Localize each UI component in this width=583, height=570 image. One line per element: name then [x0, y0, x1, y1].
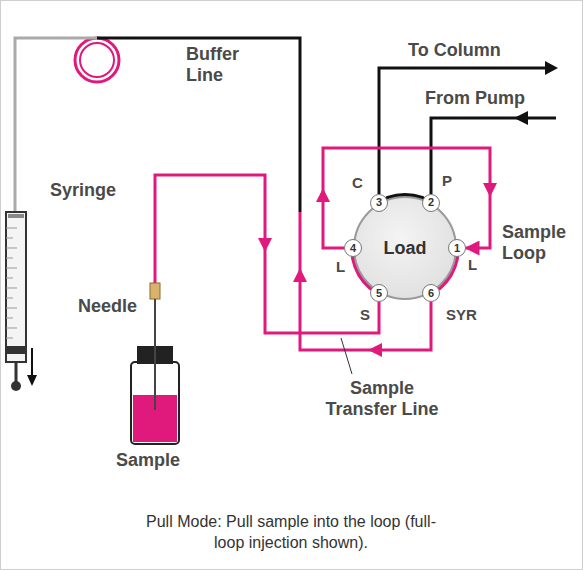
port-letter: S [360, 306, 370, 323]
graduation-mark [6, 338, 13, 339]
valve-rotor: Load 1 2 3 4 5 6 [353, 196, 457, 300]
part-label: Syringe [50, 180, 116, 201]
graduation-mark [6, 228, 17, 229]
port-letter: L [468, 256, 477, 273]
syringe-barrel [6, 212, 26, 362]
port-letter: SYR [446, 306, 477, 323]
pump-line [431, 118, 556, 194]
graduation-mark [6, 298, 13, 299]
part-label: Buffer Line [186, 44, 266, 85]
syringe-graduations [6, 228, 17, 338]
graduation-mark [6, 278, 13, 279]
buffer-coil [75, 38, 119, 82]
port-number: 3 [376, 197, 382, 208]
part-label: To Column [408, 40, 501, 61]
buffer-line [97, 38, 300, 212]
valve-port: 5 [370, 284, 388, 302]
syringe-plunger [7, 346, 25, 354]
part-label: Sample Transfer Line [312, 378, 452, 419]
port-letter: C [352, 174, 363, 191]
valve-port: 4 [344, 239, 362, 257]
port-number: 4 [350, 243, 356, 254]
port-number: 5 [376, 288, 382, 299]
buffer-coil [80, 43, 114, 77]
flow-arrow [545, 61, 558, 75]
graduation-mark [6, 268, 17, 269]
part-label: Sample Loop [502, 222, 576, 263]
graduation-mark [6, 318, 13, 319]
flow-arrow [293, 268, 307, 282]
graduation-mark [6, 328, 17, 329]
graduation-mark [6, 308, 17, 309]
flow-arrow [368, 343, 382, 357]
needle [154, 299, 156, 410]
flow-arrow [258, 238, 272, 252]
graduation-mark [6, 248, 17, 249]
valve-port: 1 [448, 239, 466, 257]
needle-fitting [150, 283, 160, 299]
port-number: 6 [428, 288, 434, 299]
plunger-knob [11, 381, 21, 391]
part-label: Needle [78, 296, 137, 317]
syringe-tip [8, 214, 24, 218]
pull-arrow [27, 375, 37, 386]
valve-label-holder: Load [355, 198, 455, 298]
valve-port: 2 [422, 194, 440, 212]
part-label: Sample [116, 450, 180, 471]
part-label: From Pump [425, 88, 525, 109]
leader-line [341, 338, 352, 374]
valve-port: 6 [422, 284, 440, 302]
port-letter: P [442, 172, 452, 189]
graduation-mark [6, 238, 13, 239]
figure-caption: Pull Mode: Pull sample into the loop (fu… [131, 512, 451, 554]
pull-arrow [31, 348, 33, 377]
graduation-mark [6, 288, 17, 289]
plunger-rod [15, 362, 18, 382]
column-line [379, 68, 546, 194]
port-letter: L [336, 258, 345, 275]
port-number: 1 [454, 243, 460, 254]
valve-position-label: Load [384, 238, 427, 259]
sample-transfer-line [155, 175, 379, 333]
graduation-mark [6, 258, 13, 259]
flow-arrow [514, 111, 528, 125]
valve-port: 3 [370, 194, 388, 212]
port-number: 2 [428, 197, 434, 208]
